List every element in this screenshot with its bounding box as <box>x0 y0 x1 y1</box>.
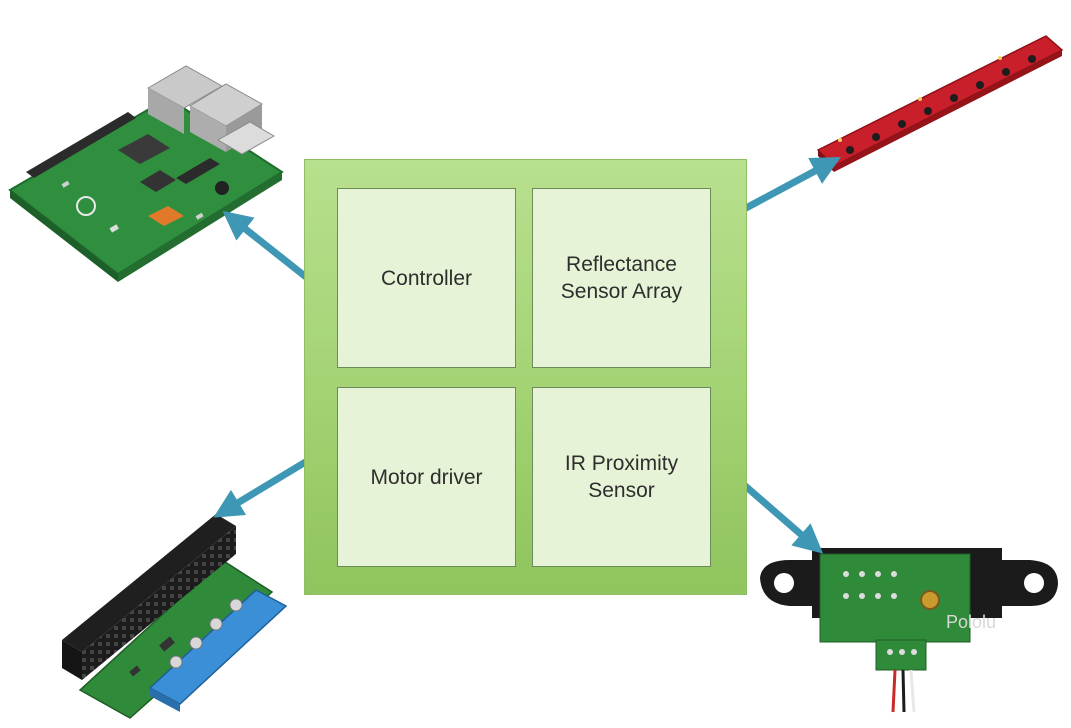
motor-driver-label: Motor driver <box>370 465 483 489</box>
raspberry-pi-board-image <box>8 65 284 282</box>
robot-system-block: Controller Reflectance Sensor Array Moto… <box>304 159 747 595</box>
ir-module-brand-label: Pololu <box>946 612 996 632</box>
reflectance-sensor-label: Reflectance Sensor Array <box>560 253 683 303</box>
ir-proximity-sensor-label: IR Proximity Sensor <box>564 452 679 502</box>
controller-block: Controller <box>337 188 516 368</box>
ir-proximity-sensor-image: Pololu <box>760 548 1058 713</box>
reflectance-sensor-block: Reflectance Sensor Array <box>532 188 711 368</box>
ir-proximity-sensor-block: IR Proximity Sensor <box>532 387 711 567</box>
motor-driver-block: Motor driver <box>337 387 516 567</box>
reflectance-sensor-board-image <box>816 35 1064 172</box>
motor-driver-board-image <box>62 514 288 719</box>
controller-label: Controller <box>380 266 473 290</box>
